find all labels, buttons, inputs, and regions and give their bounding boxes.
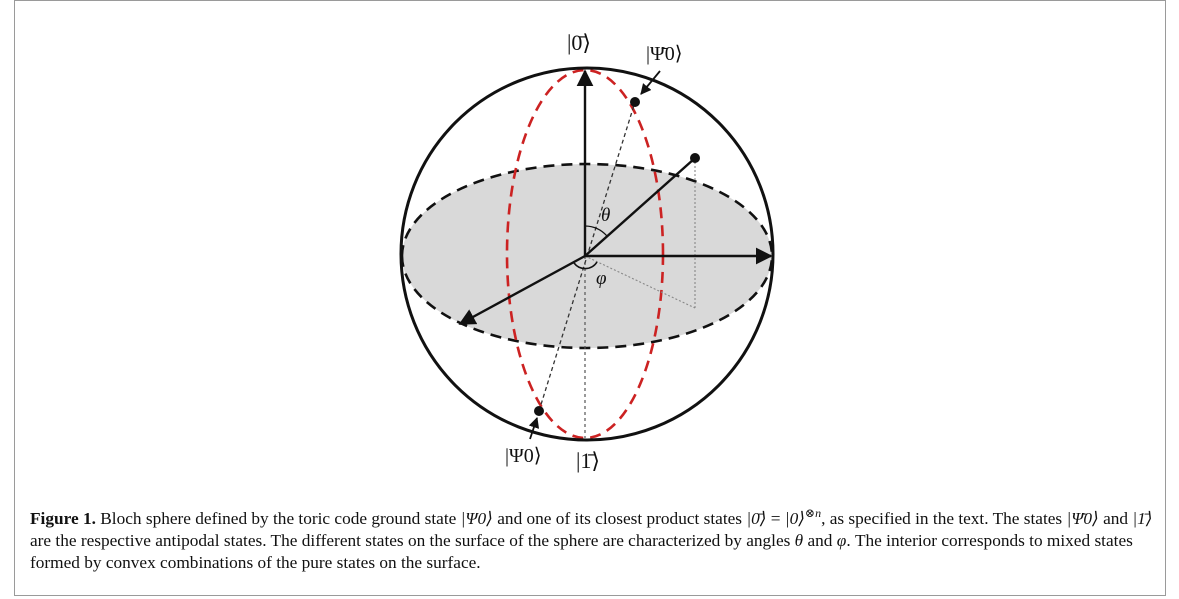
psi0-bar-pointer [640,70,661,95]
caption-text-6: and [803,530,837,550]
meridian-ellipse [505,68,665,440]
figure-caption: Figure 1. Bloch sphere defined by the to… [30,502,1155,574]
label-theta: θ [601,205,610,226]
label-one-bar: |1̄⟩ [576,448,600,473]
caption-psi0-bar: |Ψ̄0⟩ [1066,508,1099,528]
psi0-bar-dot [630,97,640,107]
state-vector-dot [690,153,700,163]
label-phi: φ [596,268,607,289]
caption-text-4: and [1098,508,1133,528]
caption-zero-bar: |0̄⟩ [746,508,767,528]
equator-back [400,162,774,257]
caption-text-1: Bloch sphere defined by the toric code g… [95,508,461,528]
caption-psi0: |Ψ0⟩ [460,508,493,528]
phi-arc [573,261,598,270]
label-psi0: |Ψ0⟩ [505,445,542,467]
caption-text-5: are the respective antipodal states. The… [30,530,795,550]
label-psi0-bar: |Ψ̄0⟩ [646,43,683,65]
sphere-outline [399,66,775,442]
psi0-dot [534,406,544,416]
projection-floor [584,255,696,309]
caption-theta: θ [794,530,804,550]
label-zero-bar: |0̄⟩ [567,30,591,55]
caption-label: Figure 1. [30,508,96,528]
bloch-sphere-diagram: |0̄⟩ |Ψ̄0⟩ θ φ |Ψ0⟩ |1̄⟩ [399,30,775,473]
caption-tensor-power: ⊗n [805,506,822,520]
caption-one-bar: |1̄⟩ [1132,508,1153,528]
figure-frame [14,0,1166,596]
caption-equals: = [766,508,785,528]
theta-arc [584,225,608,237]
psi0-pointer [528,416,540,440]
caption-product-state: |0⟩ [784,508,806,528]
caption-text-7: . The interior corresponds to mixed stat… [30,530,1133,572]
equator-front [400,255,774,350]
x-axis-arrow [458,254,586,326]
caption-text-2: and one of its closest product states [492,508,747,528]
state-vector [584,158,695,257]
caption-text-3: , as specified in the text. The states [821,508,1067,528]
caption-phi: φ [836,530,847,550]
